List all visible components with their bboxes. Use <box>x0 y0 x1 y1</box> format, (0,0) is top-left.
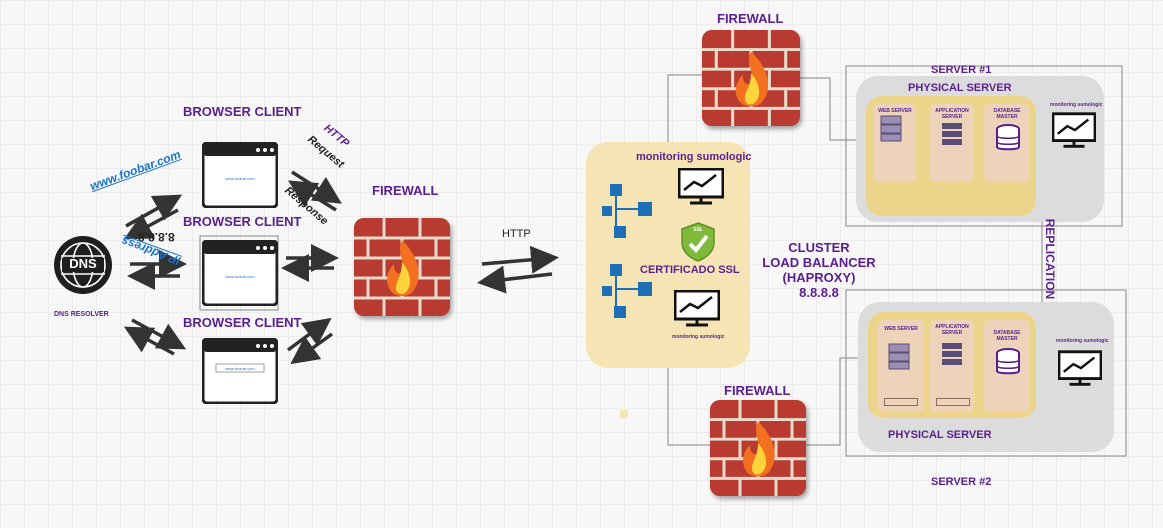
monitor-icon-top <box>677 167 725 206</box>
server2-outline <box>845 289 1127 457</box>
s1-monitor-icon <box>1051 112 1097 150</box>
arrow-lb-to-fw <box>477 265 553 294</box>
firewall-center-icon <box>354 218 450 316</box>
cluster-label: CLUSTER LOAD BALANCER (HAPROXY) 8.8.8.8 <box>760 240 878 300</box>
http-center-label: HTTP <box>502 228 531 240</box>
browser-window-3: www.foobar.com <box>201 337 279 405</box>
s1-db-master-label: DATABASE MASTER <box>993 108 1021 120</box>
arrow-response <box>288 180 337 212</box>
browser2-frame <box>199 235 279 311</box>
s1-web-server-label: WEB SERVER <box>878 108 912 114</box>
sitemap-icon-bottom <box>602 264 658 320</box>
certificado-ssl-label: CERTIFICADO SSL <box>640 264 740 276</box>
s2-app-server-icon <box>940 342 964 366</box>
ssl-badge-text: SSL <box>693 227 703 233</box>
arrow-browser1-to-dns <box>123 208 179 240</box>
sitemap-icon-top <box>602 184 658 240</box>
s1-app-server-icon <box>940 122 964 146</box>
replication-label: REPLICATION <box>1043 218 1057 300</box>
s1-database-icon <box>995 124 1021 152</box>
arrow-fw-to-browser3 <box>290 332 334 365</box>
browser-client-2-label: BROWSER CLIENT <box>183 214 302 229</box>
browser-1-url: www.foobar.com <box>225 176 255 181</box>
browser-client-3-label: BROWSER CLIENT <box>183 315 302 330</box>
s2-web-server-label: WEB SERVER <box>884 326 918 332</box>
firewall-center-label: FIREWALL <box>372 183 439 198</box>
s2-web-server-icon <box>887 342 911 370</box>
browser-client-1-label: BROWSER CLIENT <box>183 104 302 119</box>
browser-2-url: www.foobar.com <box>225 274 255 279</box>
physical-server-2-label: PHYSICAL SERVER <box>888 429 992 441</box>
s2-app-server-label: APPLICATION SERVER <box>935 324 969 336</box>
arrow-dns-to-browser3 <box>131 318 187 350</box>
load-balancer-panel <box>586 142 750 368</box>
arrow-fw-to-lb <box>481 245 559 274</box>
cluster-line-2: LOAD BALANCER <box>762 255 876 270</box>
s1-web-server-icon <box>879 114 903 142</box>
s2-monitor-caption: monitoring sumologic <box>1056 338 1109 344</box>
cluster-line-4: 8.8.8.8 <box>799 285 839 300</box>
arrows <box>123 170 559 365</box>
s2-app-server-box <box>936 398 970 406</box>
server1-outline <box>845 65 1123 227</box>
s2-database-icon <box>995 348 1021 376</box>
firewall-bottom-label: FIREWALL <box>724 383 791 398</box>
monitor-icon-bottom <box>673 289 721 328</box>
network-lines <box>199 65 1127 457</box>
server2-label: SERVER #2 <box>931 476 992 488</box>
small-beige-square <box>620 410 628 418</box>
firewall-top-icon <box>702 30 800 126</box>
firewall-bottom-icon <box>710 400 806 496</box>
s1-app-server-label: APPLICATION SERVER <box>935 108 969 120</box>
browser-3-url: www.foobar.com <box>225 366 255 371</box>
s1-monitor-caption: monitoring sumologic <box>1050 102 1103 108</box>
physical-server-1-label: PHYSICAL SERVER <box>908 82 1012 94</box>
firewall-top-label: FIREWALL <box>717 11 784 26</box>
browser-window-2: www.foobar.com <box>201 239 279 307</box>
s2-monitor-icon <box>1057 350 1103 388</box>
small-monitor-caption: monitoring sumologic <box>672 334 725 340</box>
dns-globe-icon: DNS <box>54 236 112 294</box>
cluster-line-1: CLUSTER <box>788 240 850 255</box>
dns-icon-text: DNS <box>69 256 97 271</box>
browser-window-1: www.foobar.com <box>201 141 279 209</box>
s2-web-server-box <box>884 398 918 406</box>
s2-db-master-label: DATABASE MASTER <box>993 330 1021 342</box>
ssl-shield-icon: SSL <box>680 222 716 262</box>
cluster-line-3: (HAPROXY) <box>782 270 856 285</box>
monitoring-sumologic-label: monitoring sumologic <box>636 151 752 163</box>
s2-app-server-card <box>930 320 974 412</box>
dns-resolver-label: DNS RESOLVER <box>54 311 109 318</box>
server1-label: SERVER #1 <box>931 64 992 76</box>
arrow-dns-to-browser1 <box>125 194 183 228</box>
arrow-browser3-to-dns <box>123 326 175 356</box>
